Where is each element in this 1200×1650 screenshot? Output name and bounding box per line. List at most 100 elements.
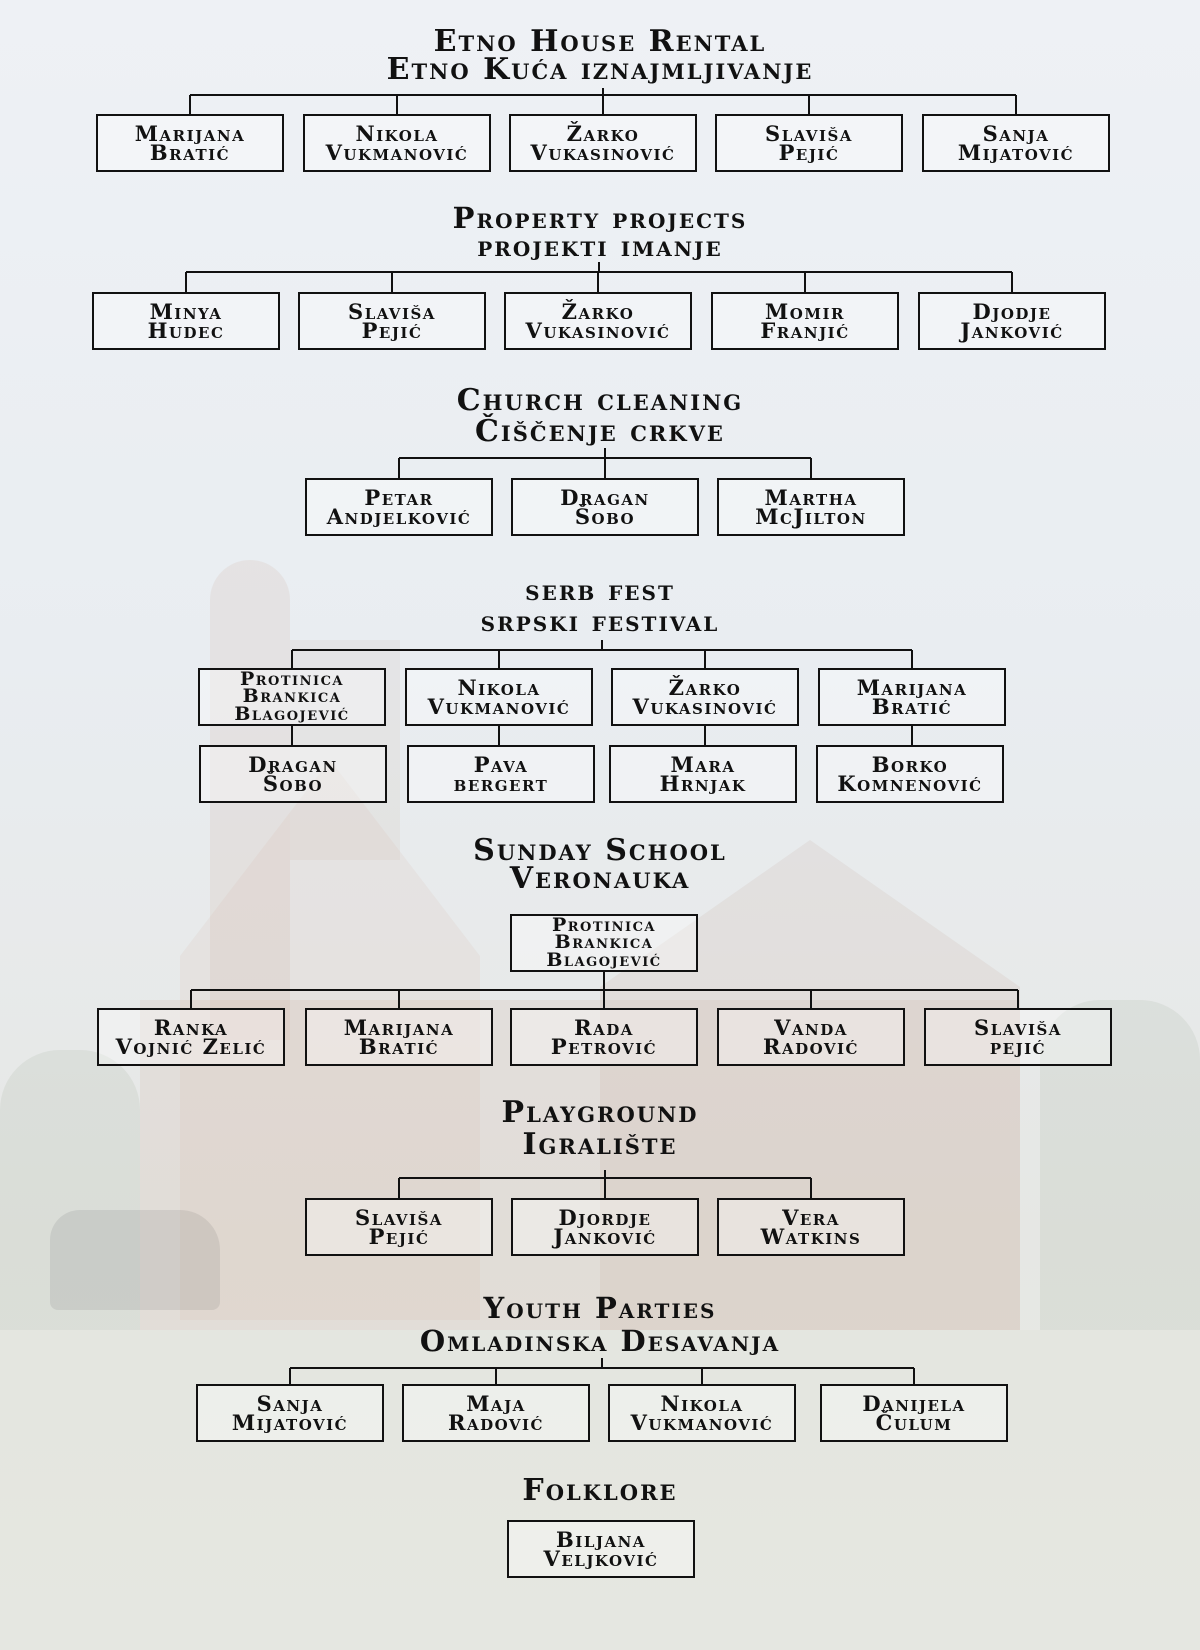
member-name-line: Radović	[448, 1410, 544, 1435]
member-name-line: Komnenović	[837, 771, 983, 796]
member-name-line: Martha	[764, 484, 858, 510]
member-name-line: Vojnić Zelić	[115, 1034, 267, 1059]
member-name-line: Bratić	[149, 140, 231, 165]
member-name-line: Marijana	[856, 674, 968, 700]
member-name-line: Marijana	[343, 1014, 455, 1040]
member-name-line: Pejić	[778, 140, 840, 165]
member-name-line: Petrović	[550, 1034, 658, 1059]
member-name-line: Janković	[553, 1224, 657, 1249]
section-title-line: Folklore	[522, 1473, 678, 1508]
member-name-line: Šobo	[262, 771, 324, 796]
member-name-line: Protinica	[551, 913, 657, 936]
member-name-line: Momir	[765, 298, 845, 324]
member-name-line: Janković	[960, 318, 1064, 343]
member-name-line: Žarko	[668, 674, 742, 700]
member-name-line: Rada	[574, 1014, 634, 1040]
section-title-line: Playground	[501, 1095, 699, 1130]
member-name-line: Slaviša	[355, 1204, 443, 1230]
section-title: Folklore	[0, 1476, 1200, 1506]
member-name-line: Nikola	[355, 120, 439, 146]
member-name-line: Žarko	[561, 298, 635, 324]
member-name-line: Marijana	[134, 120, 246, 146]
member-name-line: Watkins	[760, 1224, 862, 1249]
member-name-line: Vukasinović	[632, 694, 778, 719]
section-title-line: serb fest	[525, 574, 675, 607]
member-name-line: Ranka	[153, 1014, 229, 1040]
member-name-line: Blagojević	[234, 702, 350, 725]
member-name-line: Brankica	[554, 931, 654, 954]
member-name-line: Vukmanović	[630, 1410, 774, 1435]
member-name-line: Slaviša	[348, 298, 436, 324]
member-name-line: Mara	[670, 751, 736, 777]
section-title-line: Čiščenje crkve	[475, 414, 725, 449]
member-name-line: Brankica	[242, 685, 342, 708]
section-title-line: Etno Kuća iznajmljivanje	[386, 52, 814, 87]
section-title-line: Igralište	[522, 1127, 678, 1162]
member-name-line: Bratić	[871, 694, 953, 719]
member-name-line: Čulum	[875, 1410, 953, 1435]
member-name-line: Veljković	[543, 1546, 659, 1571]
member-name-line: Sanja	[982, 120, 1050, 146]
member-name-line: Pejić	[368, 1224, 430, 1249]
member-name-line: Pejić	[361, 318, 423, 343]
section-title-line: Sunday School	[473, 833, 727, 868]
member-name-line: Nikola	[457, 674, 541, 700]
member-name-line: Vukmanović	[427, 694, 571, 719]
member-name-line: Hudec	[147, 318, 225, 343]
member-name-line: Djordje	[558, 1204, 652, 1230]
member-name-line: Dragan	[248, 751, 338, 777]
member-name-line: Vukasinović	[525, 318, 671, 343]
member-name-line: Pava	[473, 751, 529, 777]
member-name-line: Hrnjak	[659, 771, 747, 796]
member-name-line: Radović	[763, 1034, 859, 1059]
member-name-line: bergert	[453, 771, 549, 796]
member-name-line: Slaviša	[765, 120, 853, 146]
member-name-line: Franjić	[760, 318, 850, 343]
member-name-line: Vukmanović	[325, 140, 469, 165]
member-name-line: McJilton	[755, 504, 867, 529]
member-name-line: Vera	[782, 1204, 840, 1230]
member-name-line: Žarko	[566, 120, 640, 146]
member-name-line: Borko	[871, 751, 949, 777]
section-title-line: Church cleaning	[456, 383, 744, 418]
member-name-line: Vukasinović	[530, 140, 676, 165]
member-name-line: Minya	[149, 298, 223, 324]
section-title-line: Youth Parties	[483, 1291, 717, 1325]
section-title-line: Omladinska Desavanja	[419, 1324, 781, 1358]
member-name-line: Mijatović	[957, 140, 1075, 165]
member-name-line: pejić	[989, 1034, 1047, 1059]
